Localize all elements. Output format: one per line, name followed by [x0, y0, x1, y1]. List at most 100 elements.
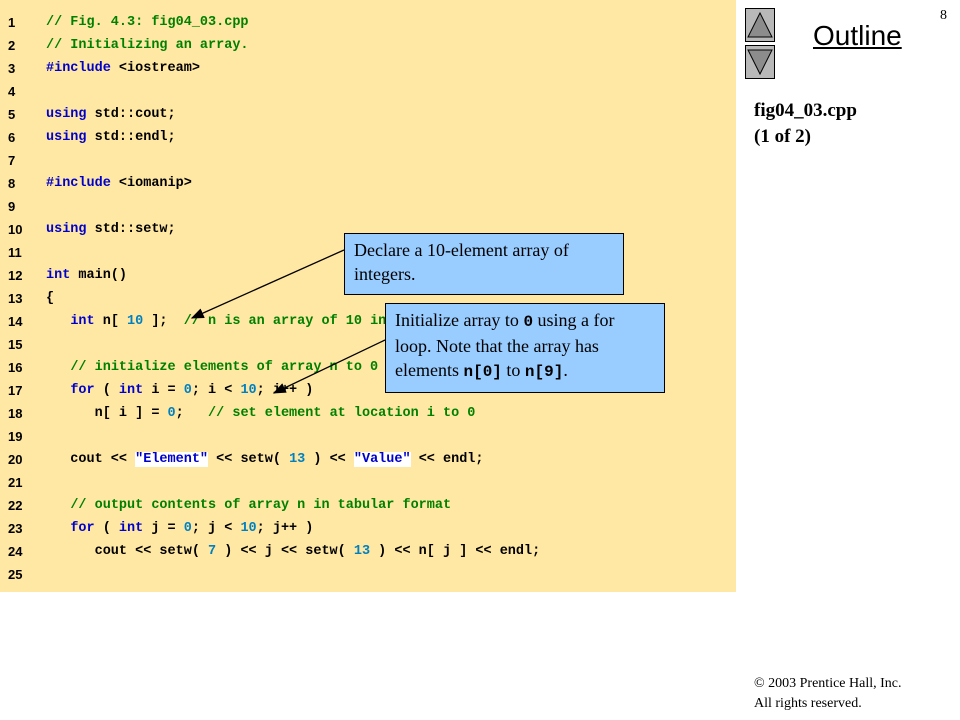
declare-array-callout: Declare a 10-element array of integers.	[344, 233, 624, 295]
code-text: #include <iostream>	[46, 57, 200, 80]
line-number: 2	[8, 38, 16, 53]
code-line: 2 // Initializing an array.	[0, 34, 736, 57]
code-line: 22 // output contents of array n in tabu…	[0, 494, 736, 517]
code-token: // Fig. 4.3: fig04_03.cpp	[46, 15, 249, 30]
code-text: {	[46, 287, 54, 310]
code-token: for	[70, 521, 103, 536]
line-number: 14	[8, 314, 23, 329]
code-line: 3 #include <iostream>	[0, 57, 736, 80]
line-number: 20	[8, 452, 23, 467]
code-text: using std::endl;	[46, 126, 176, 149]
code-line: 10 using std::setw;	[0, 218, 736, 241]
code-token: // initialize elements of array n to 0	[70, 360, 379, 375]
code-line: 8 #include <iomanip>	[0, 172, 736, 195]
line-number: 9	[8, 199, 16, 214]
init-code-zero: 0	[523, 313, 534, 331]
code-token: int	[70, 314, 103, 329]
line-number: 18	[8, 406, 23, 421]
code-text: // Initializing an array.	[46, 34, 249, 57]
page-number: 8	[940, 8, 947, 23]
code-token: ];	[143, 314, 184, 329]
previous-slide-button[interactable]	[745, 8, 775, 42]
code-text: // initialize elements of array n to 0	[46, 356, 378, 379]
code-text: using std::cout;	[46, 103, 176, 126]
code-text: #include <iomanip>	[46, 172, 192, 195]
line-number: 8	[8, 176, 16, 191]
code-text: cout << "Element" << setw( 13 ) << "Valu…	[46, 448, 484, 471]
init-text-4: .	[563, 360, 568, 380]
code-text: using std::setw;	[46, 218, 176, 241]
code-token: <iomanip>	[118, 176, 192, 191]
line-number: 1	[8, 15, 16, 30]
code-panel: 1 // Fig. 4.3: fig04_03.cpp 2 // Initializi…	[0, 0, 736, 592]
file-part: (1 of 2)	[754, 126, 811, 147]
code-line: 16 // initialize elements of array n to …	[0, 356, 736, 379]
line-number: 10	[8, 222, 23, 237]
code-line: 21	[0, 471, 736, 494]
code-line: 11	[0, 241, 736, 264]
code-line: 19	[0, 425, 736, 448]
line-number: 3	[8, 61, 16, 76]
copyright-line-1: © 2003 Prentice Hall, Inc.	[754, 676, 902, 691]
code-token: << setw(	[208, 452, 290, 467]
code-token: ; j <	[191, 521, 241, 536]
code-token: 0	[183, 383, 192, 398]
code-text: n[ i ] = 0; // set element at location i…	[46, 402, 476, 425]
init-code-first: n[0]	[463, 363, 502, 381]
line-number: 21	[8, 475, 23, 490]
code-line: 24 cout << setw( 7 ) << j << setw( 13 ) …	[0, 540, 736, 563]
code-token: for	[70, 383, 103, 398]
code-text: for ( int j = 0; j < 10; j++ )	[46, 517, 313, 540]
copyright-line-2: All rights reserved.	[754, 696, 862, 711]
code-token: using	[46, 107, 95, 122]
code-line: 23 for ( int j = 0; j < 10; j++ )	[0, 517, 736, 540]
code-token: int	[118, 521, 152, 536]
code-token: 7	[208, 544, 217, 559]
code-token: using	[46, 222, 95, 237]
copyright: © 2003 Prentice Hall, Inc. All rights re…	[754, 674, 902, 714]
code-token: 10	[240, 383, 257, 398]
code-line: 25	[0, 563, 736, 586]
code-token: i =	[151, 383, 184, 398]
file-label: fig04_03.cpp (1 of 2)	[754, 98, 857, 150]
code-token: n[	[102, 314, 128, 329]
code-token: (	[102, 383, 119, 398]
init-code-last: n[9]	[524, 363, 564, 381]
code-token: 10	[240, 521, 257, 536]
code-token: std::setw;	[94, 222, 176, 237]
code-token: int	[118, 383, 152, 398]
file-name: fig04_03.cpp	[754, 100, 857, 121]
init-text-3: to	[501, 360, 525, 380]
code-token: cout <<	[46, 452, 136, 467]
line-number: 19	[8, 429, 23, 444]
line-number: 25	[8, 567, 23, 582]
initialize-array-callout: Initialize array to 0 using a for loop. …	[385, 303, 665, 393]
declare-arrow	[190, 249, 345, 319]
init-text-2: using a for loop. Note that the array ha…	[395, 310, 615, 380]
code-token: ; j++ )	[256, 521, 314, 536]
code-token: ) <<	[305, 452, 354, 467]
code-token: main()	[78, 268, 128, 283]
triangle-down-icon	[747, 49, 773, 76]
code-token: std::endl;	[94, 130, 176, 145]
code-token: // set element at location i to 0	[208, 406, 476, 421]
line-number: 5	[8, 107, 16, 122]
code-line: 9	[0, 195, 736, 218]
code-token: #include	[46, 176, 119, 191]
code-token: "Value"	[353, 452, 411, 467]
next-slide-button[interactable]	[745, 45, 775, 79]
code-token: <iostream>	[118, 61, 200, 76]
code-token: 13	[289, 452, 306, 467]
code-token: 0	[183, 521, 192, 536]
code-line: 1 // Fig. 4.3: fig04_03.cpp	[0, 11, 736, 34]
code-token: {	[46, 291, 55, 306]
code-token: ; i <	[191, 383, 241, 398]
outline-link[interactable]: Outline	[813, 20, 902, 51]
code-token: int	[46, 268, 79, 283]
code-token: // Initializing an array.	[46, 38, 249, 53]
initialize-arrow	[272, 339, 386, 394]
line-number: 11	[8, 245, 22, 260]
init-text-1: Initialize array to	[395, 310, 524, 330]
